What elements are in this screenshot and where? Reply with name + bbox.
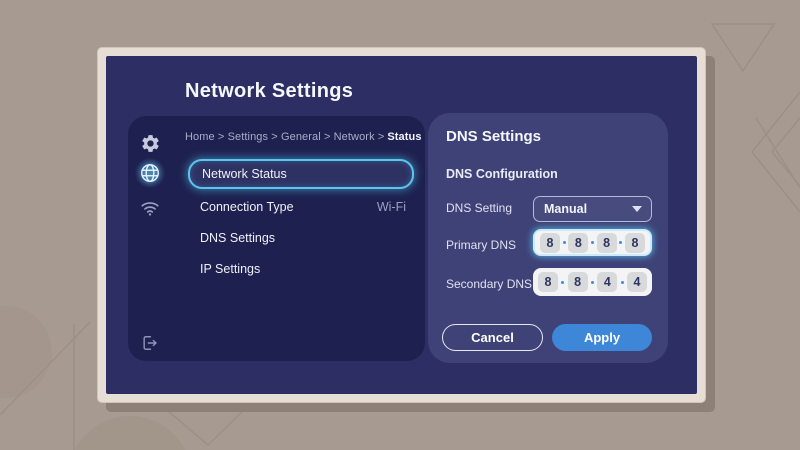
tv-screen: Network Settings <box>106 56 697 394</box>
octet-field[interactable]: 8 <box>624 232 645 253</box>
menu-item-connection-type[interactable]: Connection Type Wi-Fi <box>188 192 414 222</box>
dns-setting-label: DNS Setting <box>446 201 513 215</box>
dot-separator <box>620 280 624 284</box>
wifi-icon[interactable] <box>136 194 164 222</box>
cancel-button[interactable]: Cancel <box>442 324 543 351</box>
menu-item-label: Connection Type <box>200 200 294 214</box>
menu-item-dns-settings[interactable]: DNS Settings <box>188 223 414 253</box>
dot-separator <box>590 241 594 244</box>
exit-icon[interactable] <box>136 329 164 357</box>
settings-gear-icon[interactable] <box>136 129 164 157</box>
tv-frame: Network Settings <box>97 47 706 403</box>
dot-separator <box>590 280 594 284</box>
primary-dns-label: Primary DNS <box>446 238 517 252</box>
octet-field[interactable]: 4 <box>626 272 647 292</box>
menu-item-label: Network Status <box>202 167 287 181</box>
menu-item-label: IP Settings <box>200 262 261 276</box>
octet-field[interactable]: 4 <box>597 272 618 292</box>
menu-item-label: DNS Settings <box>200 231 276 245</box>
dns-settings-panel: DNS Settings DNS Configuration DNS Setti… <box>428 113 668 363</box>
dns-setting-value: Manual <box>544 202 588 216</box>
dot-separator <box>561 280 565 284</box>
menu-item-ip-settings[interactable]: IP Settings <box>188 254 414 284</box>
breadcrumb-path: Home > Settings > General > Network > <box>185 131 385 143</box>
secondary-dns-label: Secondary DNS <box>446 277 533 291</box>
octet-field[interactable]: 8 <box>538 272 558 292</box>
octet-field[interactable]: 8 <box>568 232 589 253</box>
dns-setting-dropdown[interactable]: Manual <box>533 196 652 222</box>
chevron-down-icon <box>632 206 642 212</box>
settings-nav-panel: Home > Settings > General > Network >Sta… <box>128 116 425 361</box>
octet-field[interactable]: 8 <box>567 272 588 292</box>
dot-separator <box>562 241 566 244</box>
octet-field[interactable]: 8 <box>540 232 560 253</box>
breadcrumb-current: Status <box>387 131 422 143</box>
apply-button[interactable]: Apply <box>552 324 652 351</box>
connection-type-value: Wi-Fi <box>376 200 406 214</box>
octet-field[interactable]: 8 <box>596 232 617 253</box>
network-globe-icon[interactable] <box>135 158 165 188</box>
breadcrumb: Home > Settings > General > Network >Sta… <box>185 131 422 143</box>
dns-panel-title: DNS Settings <box>446 128 542 145</box>
dns-section-label: DNS Configuration <box>446 167 558 181</box>
dot-separator <box>619 241 623 244</box>
menu-item-network-status[interactable]: Network Status <box>188 159 414 189</box>
page-title: Network Settings <box>185 80 354 102</box>
